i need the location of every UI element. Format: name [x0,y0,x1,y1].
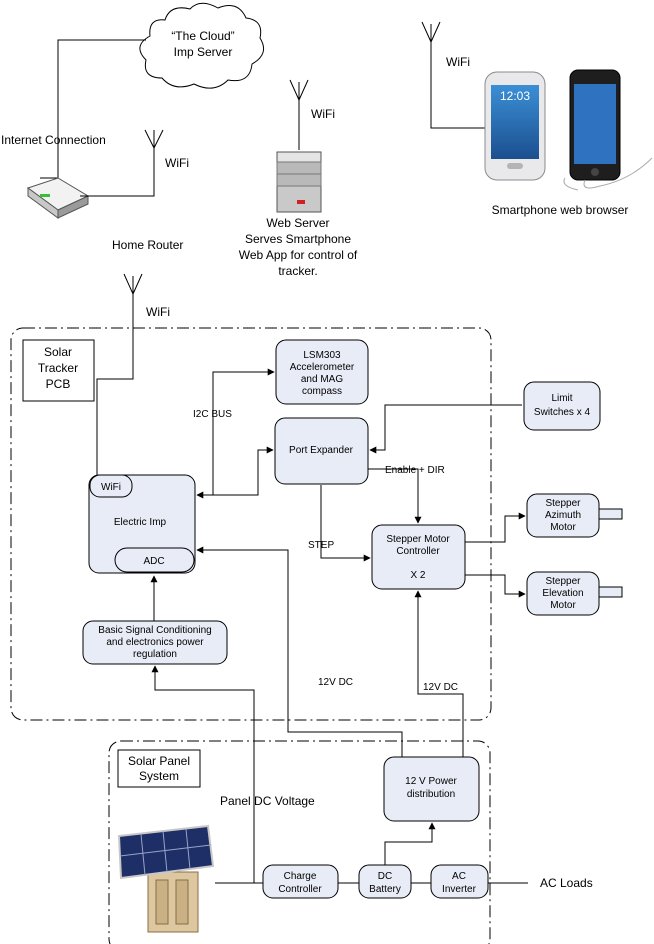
signal-conditioning-line-1: Basic Signal Conditioning [98,625,211,636]
port-expander-label: Port Expander [289,445,354,456]
solar-system-title-line-1: Solar Panel [128,754,190,768]
limit-switches-block [523,381,601,431]
solar-panel-icon [117,824,215,933]
web-server-line-2: Serves Smartphone [245,232,351,246]
v12-dc-right-label: 12V DC [423,682,458,693]
pcb-title-line-1: Solar [44,345,72,359]
adc-label: ADC [143,556,164,567]
solar-system-boundary [108,740,491,944]
battery-to-distribution-line [384,822,436,865]
limit-switches-line-2: Switches x 4 [534,407,591,418]
pcb-title-box [22,339,95,402]
ac-inverter-line-1: AC [452,871,466,882]
iphone-icon [563,69,653,191]
limit-switches-line [369,404,522,454]
enable-dir-label: Enable + DIR [385,465,445,476]
imp-wifi-antenna-label: WiFi [146,305,170,319]
server-antenna-icon [289,79,309,150]
enable-dir-line [368,468,422,524]
ac-loads-label: AC Loads [540,876,593,890]
power-distribution-line-2: distribution [407,789,455,800]
stepper-controller-line-2: Controller [396,546,440,557]
ac-inverter-block [430,864,489,899]
dc-battery-line-1: DC [378,871,392,882]
elevation-drive-line [465,574,526,598]
signal-conditioning-line-3: regulation [133,649,177,660]
power-distribution-line-1: 12 V Power [405,776,457,787]
internet-connection-label: Internet Connection [1,133,106,147]
router-antenna-icon [144,129,164,149]
imp-antenna-icon [96,273,143,475]
charge-controller-block [262,864,339,899]
pcb-title-line-2: Tracker [38,361,78,375]
power-to-imp-line [196,546,403,757]
charge-controller-line-1: Charge [284,871,317,882]
router-wifi-label: WiFi [165,156,189,170]
home-router-label: Home Router [112,238,183,252]
i2c-bus-line [212,368,275,495]
step-line [320,485,371,562]
ac-inverter-line-2: Inverter [442,884,477,895]
step-label: STEP [308,540,334,551]
solar-system-title-line-2: System [139,769,179,783]
azimuth-drive-line [465,512,526,543]
stepper-elevation-line-2: Elevation [542,588,583,599]
web-server-icon [276,151,322,213]
azimuth-shaft-icon [598,508,623,520]
i2c-bus-label: I2C BUS [193,409,232,420]
stepper-elevation-line-1: Stepper [545,576,581,587]
android-phone-icon [484,71,546,181]
lsm303-line-1: LSM303 [303,350,341,361]
port-expander-block [274,417,369,485]
panel-voltage-line [151,665,255,883]
stepper-azimuth-line-3: Motor [550,522,576,533]
power-distribution-block [383,756,480,822]
web-server-line-3: Web App for control of [239,248,358,262]
limit-switches-line-1: Limit [551,393,572,404]
imp-wifi-block [89,474,133,498]
stepper-controller-line-1: Stepper Motor [386,534,450,545]
smartphone-browser-label: Smartphone web browser [492,203,629,217]
pcb-boundary [10,327,492,721]
server-wifi-label: WiFi [311,107,335,121]
cloud-icon [139,2,265,89]
stepper-controller-block [371,524,466,590]
imp-to-port-expander-line [196,446,274,499]
lsm303-line-2: Accelerometer [290,362,355,373]
adc-block [114,547,195,573]
signal-conditioning-line-2: and electronics power [106,637,204,648]
dc-battery-line-2: Battery [369,884,401,895]
router-icon [26,177,90,219]
elevation-shaft-icon [598,586,623,598]
stepper-controller-line-3: X 2 [410,570,425,581]
v12-dc-left-label: 12V DC [318,677,353,688]
cloud-subtitle: Imp Server [174,45,233,59]
phone-clock: 12:03 [500,89,530,103]
stepper-azimuth-line-2: Azimuth [545,510,581,521]
electric-imp-label: Electric Imp [114,517,167,528]
cloud-title: “The Cloud” [171,29,234,43]
stepper-elevation-line-3: Motor [550,600,576,611]
phone-antenna-icon [421,21,486,129]
web-server-line-4: tracker. [278,264,317,278]
web-server-line-1: Web Server [266,216,329,230]
pcb-title-line-3: PCB [46,377,71,391]
solar-system-title-box [117,749,201,788]
imp-wifi-label: WiFi [101,482,121,493]
panel-dc-voltage-label: Panel DC Voltage [220,794,315,808]
lsm303-line-4: compass [302,386,342,397]
stepper-azimuth-line-1: Stepper [545,498,581,509]
lsm303-block [275,339,369,405]
charge-controller-line-2: Controller [278,884,322,895]
phone-wifi-label: WiFi [446,55,470,69]
signal-conditioning-block [82,620,228,665]
lsm303-line-3: and MAG [301,374,343,385]
power-to-stepper-line [414,590,464,757]
